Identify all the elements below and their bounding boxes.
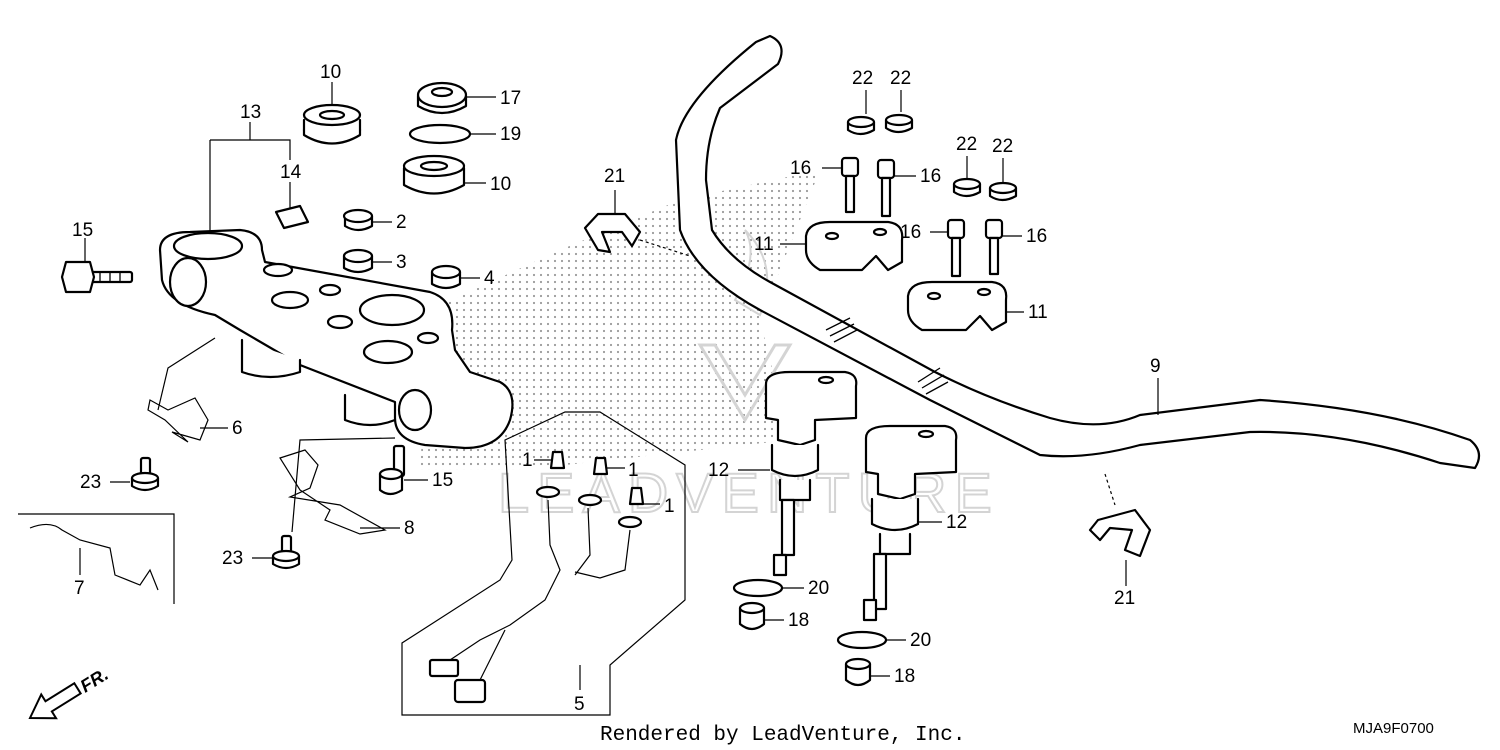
nut[interactable] [416, 81, 468, 115]
holder-lower[interactable] [906, 280, 1008, 332]
riser-right[interactable] [862, 424, 958, 622]
screw-23-right[interactable] [271, 534, 301, 570]
label-part-16d: 16 [1026, 226, 1047, 247]
label-part-12b: 12 [946, 512, 967, 533]
label-part-21a: 21 [604, 166, 625, 187]
bolt-left[interactable] [60, 260, 134, 294]
label-part-18b: 18 [894, 666, 915, 687]
label-part-6: 6 [232, 418, 243, 439]
label-part-23b: 23 [222, 548, 243, 569]
part-labels: 1 1 1 2 3 4 5 6 7 8 9 10 10 11 11 12 12 … [72, 62, 1161, 715]
riser-left[interactable] [764, 370, 858, 577]
wire-clip-8[interactable] [279, 449, 387, 535]
bulbs[interactable] [549, 450, 645, 506]
label-part-11a: 11 [754, 234, 774, 255]
label-part-1b: 1 [628, 460, 639, 481]
direction-label: FR. [77, 664, 112, 696]
bolt-center[interactable] [378, 444, 406, 496]
label-part-21b: 21 [1114, 588, 1135, 609]
cap-3[interactable] [342, 248, 374, 274]
label-part-16c: 16 [900, 222, 921, 243]
label-part-19: 19 [500, 124, 521, 145]
label-part-5: 5 [574, 694, 585, 715]
cable-clip-upper[interactable] [583, 212, 642, 254]
label-part-4: 4 [484, 268, 495, 289]
label-part-22a: 22 [852, 68, 873, 89]
footer-credit: Rendered by LeadVenture, Inc. [600, 724, 965, 747]
label-part-16b: 16 [920, 166, 941, 187]
holder-bolts[interactable] [840, 156, 1004, 278]
label-part-22b: 22 [890, 68, 911, 89]
washer[interactable] [408, 123, 472, 145]
label-part-12a: 12 [708, 460, 729, 481]
label-part-22d: 22 [992, 136, 1013, 157]
label-part-8: 8 [404, 518, 415, 539]
wire-harness[interactable] [428, 485, 643, 704]
wire-clip-6[interactable] [147, 397, 209, 443]
label-part-2: 2 [396, 212, 407, 233]
rubber-pad[interactable] [274, 204, 310, 230]
rubber-upper[interactable] [302, 103, 362, 145]
handlebar[interactable] [674, 34, 1481, 470]
cable-clip-lower[interactable] [1088, 508, 1152, 558]
label-part-20a: 20 [808, 578, 829, 599]
holder-upper[interactable] [804, 220, 904, 272]
bolt-caps[interactable] [846, 113, 1018, 202]
leader-lines [79, 82, 1159, 690]
label-part-11b: 11 [1028, 302, 1048, 323]
label-part-10b: 10 [490, 174, 511, 195]
label-part-10a: 10 [320, 62, 341, 83]
harness-frame [401, 411, 686, 716]
washer-20-right[interactable] [836, 630, 888, 650]
cap-4[interactable] [430, 264, 462, 290]
label-part-13: 13 [240, 102, 261, 123]
label-part-14: 14 [280, 162, 302, 183]
label-part-9: 9 [1150, 356, 1161, 377]
inset-frame [18, 513, 175, 604]
diagram-code: MJA9F0700 [1353, 720, 1434, 737]
label-part-1c: 1 [664, 496, 675, 517]
label-part-1a: 1 [522, 450, 533, 471]
screw-23-left[interactable] [130, 456, 160, 492]
label-part-23a: 23 [80, 472, 101, 493]
rubber-lower[interactable] [402, 154, 466, 195]
nut-18-right[interactable] [844, 657, 872, 687]
top-bridge[interactable] [158, 228, 514, 450]
label-part-20b: 20 [910, 630, 931, 651]
label-part-16a: 16 [790, 158, 811, 179]
cap-2[interactable] [342, 208, 374, 232]
nut-18-left[interactable] [738, 601, 766, 631]
label-part-15a: 15 [72, 220, 93, 241]
label-part-18a: 18 [788, 610, 809, 631]
label-part-22c: 22 [956, 134, 977, 155]
wire-clip-7[interactable] [29, 523, 159, 591]
label-part-17: 17 [500, 88, 521, 109]
label-part-3: 3 [396, 252, 407, 273]
label-part-7: 7 [74, 578, 85, 599]
label-part-15b: 15 [432, 470, 453, 491]
washer-20-left[interactable] [732, 578, 784, 598]
front-direction-arrow: FR. [28, 664, 112, 720]
